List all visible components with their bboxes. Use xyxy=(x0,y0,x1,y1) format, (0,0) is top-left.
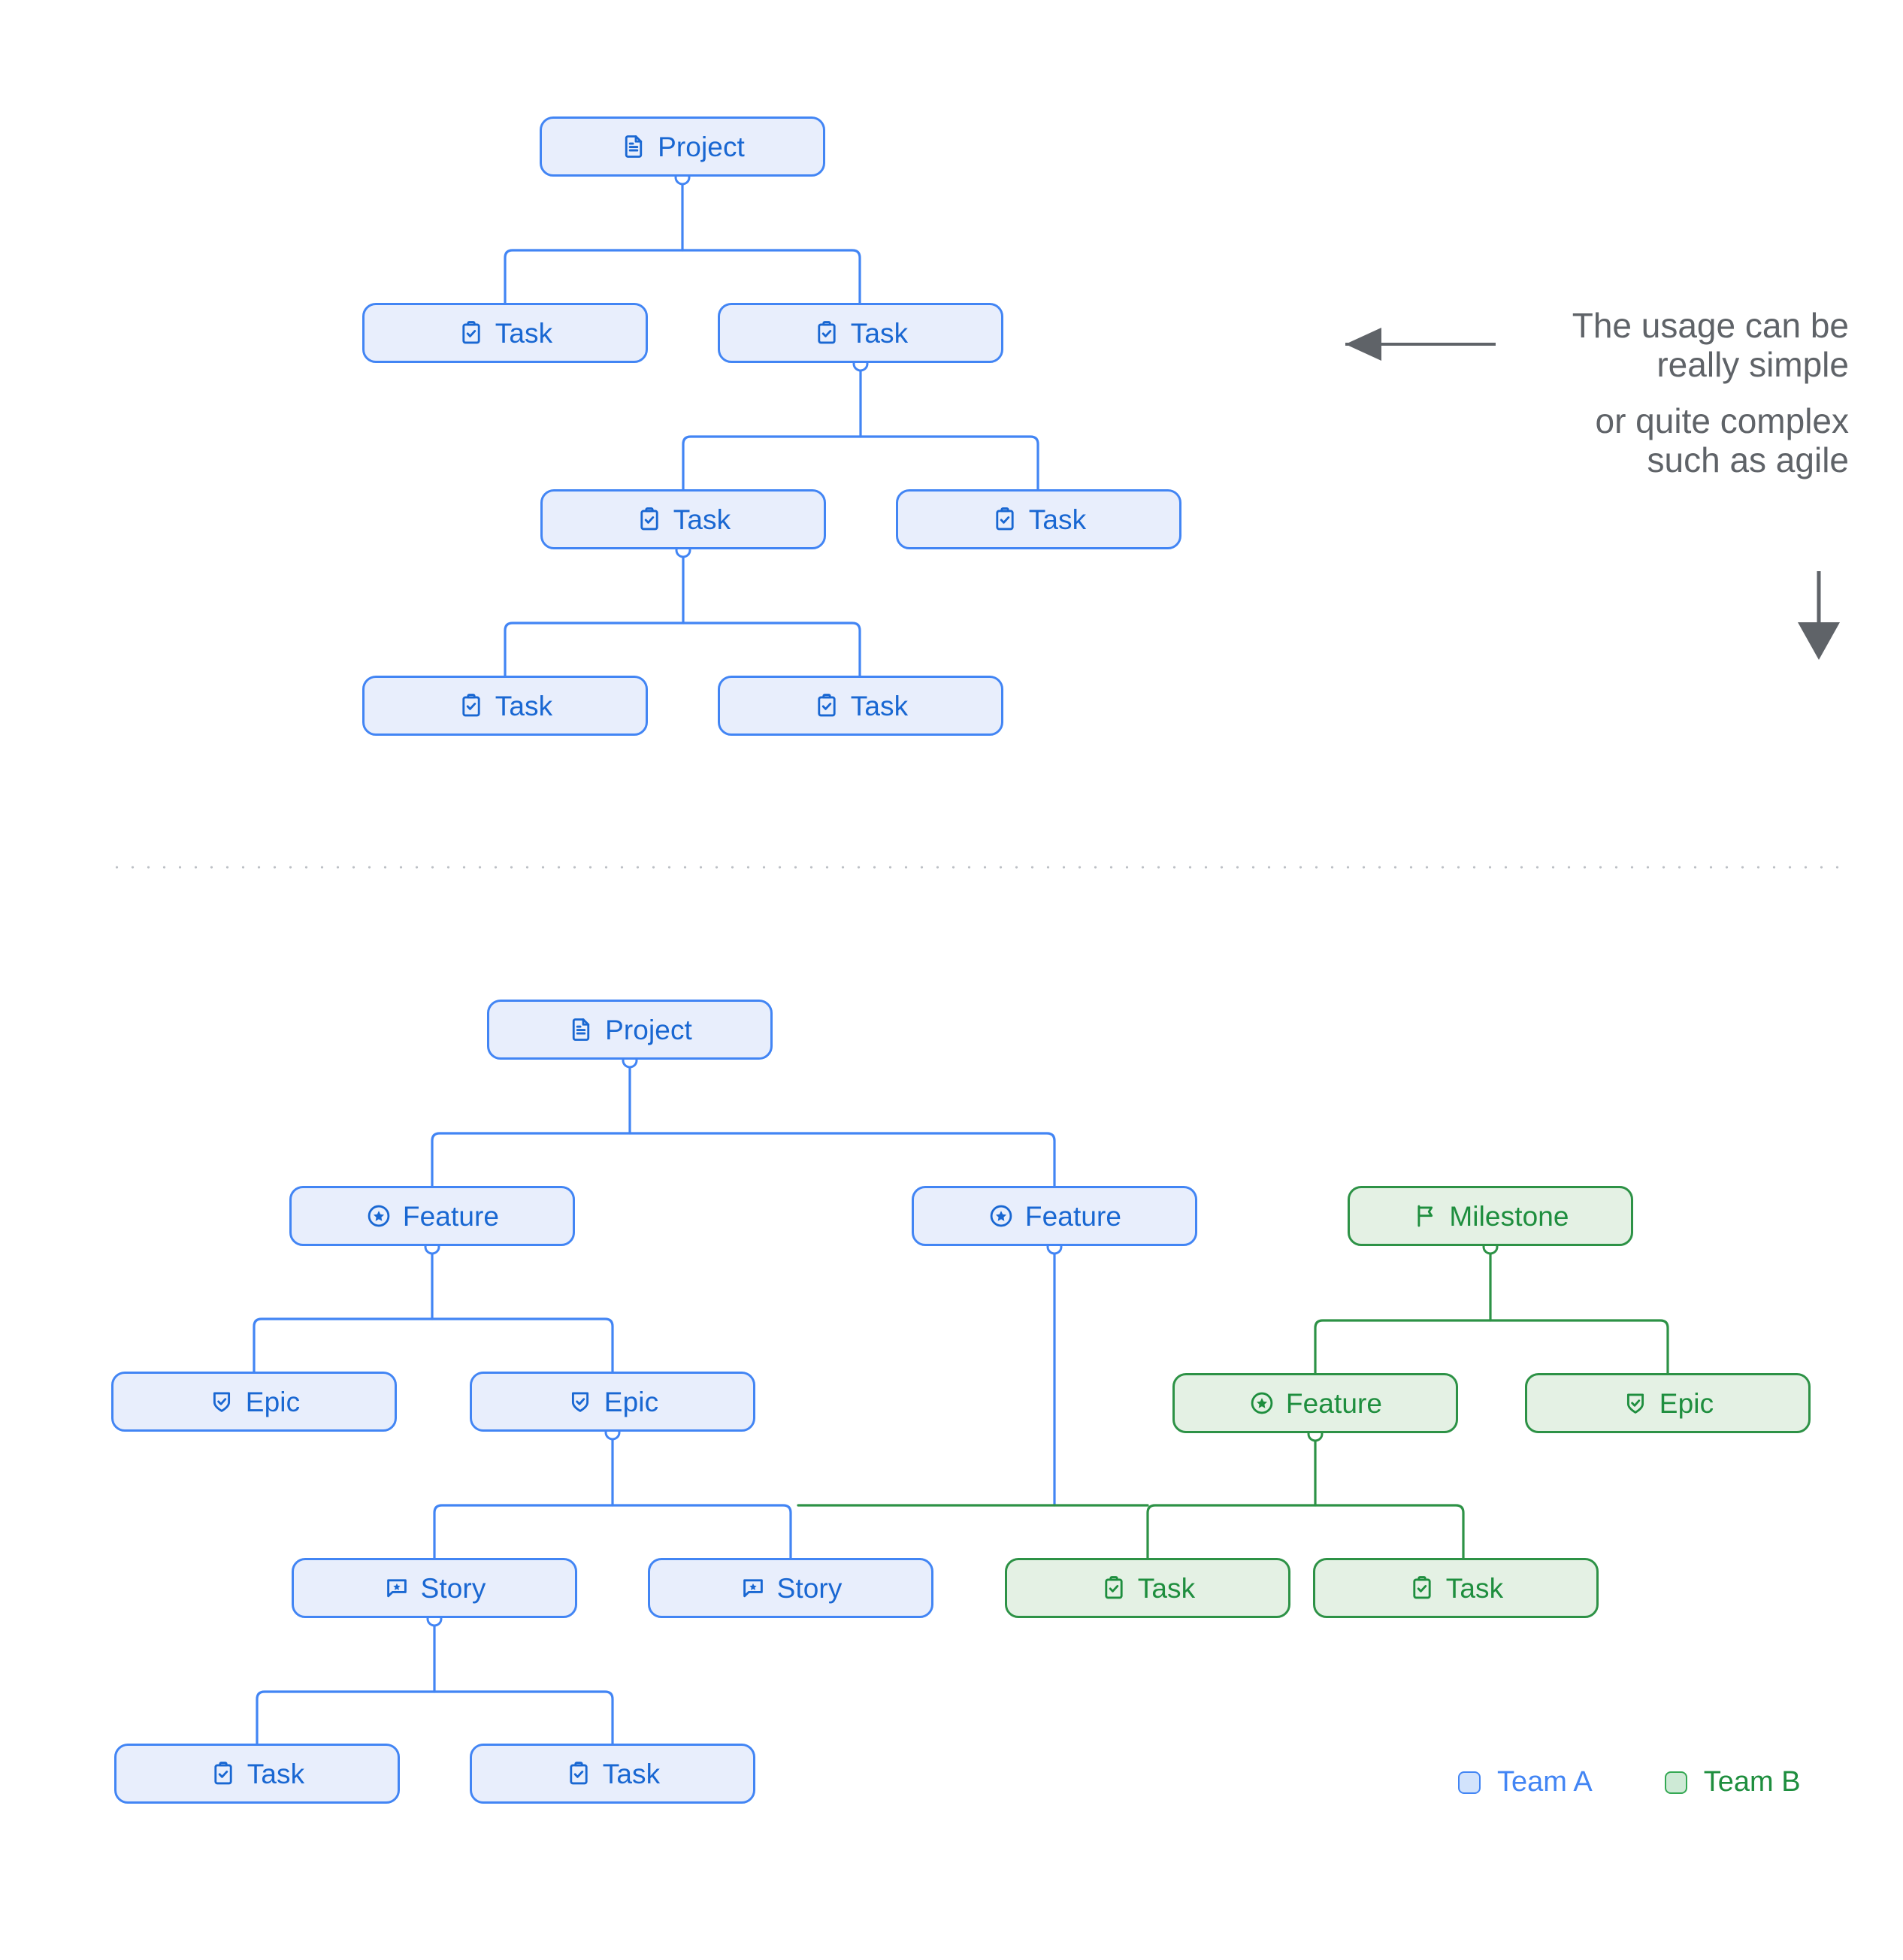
shield-check-icon xyxy=(208,1388,235,1415)
clipboard-check-icon xyxy=(636,506,663,533)
node-label: Epic xyxy=(604,1386,659,1417)
clipboard-check-icon xyxy=(565,1760,592,1787)
node-milestone[interactable]: Milestone xyxy=(1348,1186,1633,1246)
node-epic[interactable]: Epic xyxy=(470,1372,755,1432)
legend-item-team-b[interactable]: Team B xyxy=(1664,1766,1801,1798)
clipboard-check-icon xyxy=(210,1760,237,1787)
node-label: Task xyxy=(1137,1572,1196,1604)
node-task[interactable]: Task xyxy=(540,489,826,549)
legend-label: Team A xyxy=(1497,1766,1593,1798)
clipboard-check-icon xyxy=(1100,1574,1127,1602)
node-label: Task xyxy=(850,317,909,349)
node-project[interactable]: Project xyxy=(487,1000,773,1060)
node-label: Epic xyxy=(1659,1387,1714,1419)
node-story[interactable]: Story xyxy=(648,1558,933,1618)
node-label: Task xyxy=(1028,504,1087,535)
clipboard-check-icon xyxy=(813,692,840,719)
node-task[interactable]: Task xyxy=(114,1744,400,1804)
document-icon xyxy=(620,133,647,160)
clipboard-check-icon xyxy=(458,692,485,719)
flag-icon xyxy=(1411,1202,1439,1230)
node-task[interactable]: Task xyxy=(362,303,648,363)
node-label: Project xyxy=(605,1014,692,1045)
legend-label: Team B xyxy=(1703,1766,1801,1798)
node-epic[interactable]: Epic xyxy=(1525,1373,1811,1433)
shield-check-icon xyxy=(567,1388,594,1415)
annotation-line-4: such as agile xyxy=(1647,440,1850,479)
node-task[interactable]: Task xyxy=(1313,1558,1599,1618)
section-divider xyxy=(109,866,1845,869)
chat-star-icon xyxy=(383,1574,410,1602)
node-label: Feature xyxy=(1024,1200,1122,1232)
node-label: Task xyxy=(602,1758,661,1789)
node-label: Epic xyxy=(245,1386,301,1417)
node-feature[interactable]: Feature xyxy=(912,1186,1197,1246)
annotation-line-1: The usage can be xyxy=(1572,306,1849,345)
team-legend: Team A Team B xyxy=(1458,1766,1801,1798)
node-label: Task xyxy=(495,317,553,349)
legend-item-team-a[interactable]: Team A xyxy=(1458,1766,1593,1798)
clipboard-check-icon xyxy=(458,319,485,346)
node-task[interactable]: Task xyxy=(718,676,1003,736)
clipboard-check-icon xyxy=(813,319,840,346)
clipboard-check-icon xyxy=(991,506,1018,533)
node-label: Feature xyxy=(1285,1387,1383,1419)
star-circle-icon xyxy=(988,1202,1015,1230)
node-label: Task xyxy=(495,690,553,721)
node-label: Story xyxy=(420,1572,486,1604)
node-task[interactable]: Task xyxy=(362,676,648,736)
node-story[interactable]: Story xyxy=(292,1558,577,1618)
legend-swatch-blue xyxy=(1458,1771,1481,1794)
node-task[interactable]: Task xyxy=(470,1744,755,1804)
node-task[interactable]: Task xyxy=(718,303,1003,363)
node-task[interactable]: Task xyxy=(896,489,1181,549)
annotation-line-3: or quite complex xyxy=(1595,401,1850,441)
node-label: Milestone xyxy=(1449,1200,1569,1232)
arrow-down-icon xyxy=(1798,571,1840,660)
star-circle-icon xyxy=(365,1202,392,1230)
node-feature[interactable]: Feature xyxy=(289,1186,575,1246)
node-label: Feature xyxy=(402,1200,500,1232)
node-label: Task xyxy=(850,690,909,721)
star-circle-icon xyxy=(1248,1390,1275,1417)
node-label: Task xyxy=(1445,1572,1504,1604)
annotation-spacer xyxy=(1398,384,1849,402)
node-feature[interactable]: Feature xyxy=(1172,1373,1458,1433)
annotation-text: The usage can be really simple or quite … xyxy=(1398,306,1850,479)
clipboard-check-icon xyxy=(1408,1574,1436,1602)
node-epic[interactable]: Epic xyxy=(111,1372,397,1432)
annotation-line-2: really simple xyxy=(1656,344,1849,384)
node-label: Task xyxy=(247,1758,305,1789)
node-task[interactable]: Task xyxy=(1005,1558,1290,1618)
node-label: Project xyxy=(658,131,745,162)
node-label: Story xyxy=(776,1572,843,1604)
chat-star-icon xyxy=(740,1574,767,1602)
document-icon xyxy=(567,1016,594,1043)
legend-swatch-green xyxy=(1664,1771,1687,1794)
node-project[interactable]: Project xyxy=(540,116,825,177)
node-label: Task xyxy=(673,504,731,535)
shield-check-icon xyxy=(1622,1390,1649,1417)
